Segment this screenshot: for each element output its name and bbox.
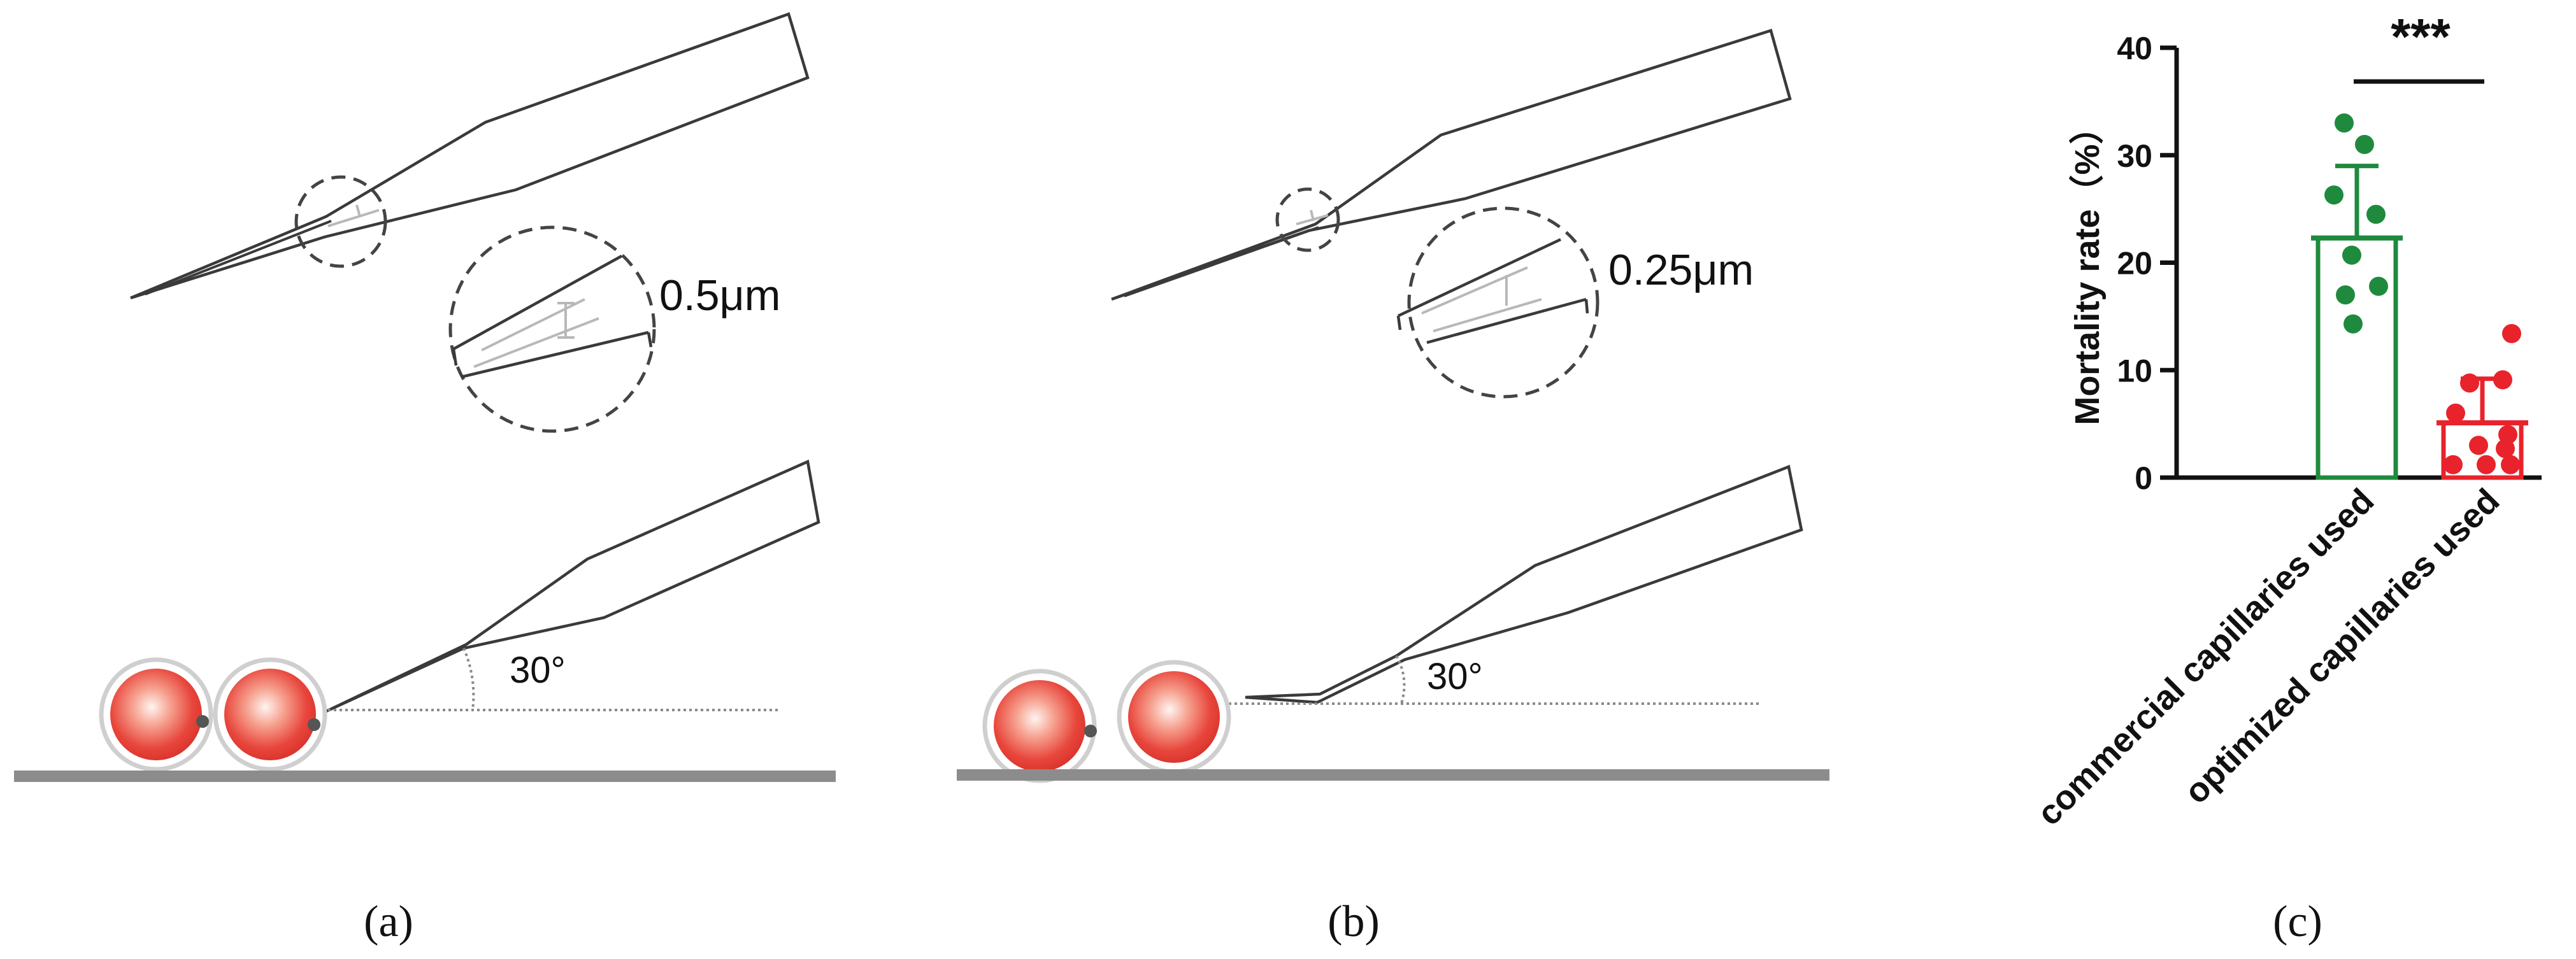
magnified-inset-b [1396, 206, 1599, 399]
caption-b: (b) [1327, 897, 1380, 946]
egg-a-2 [213, 657, 327, 772]
data-point-1 [2335, 113, 2354, 133]
data-point-2 [2460, 373, 2479, 393]
gap-label-b: 0.25μm [1608, 246, 1754, 294]
caption-c: (c) [2273, 897, 2322, 946]
data-point-1 [2343, 314, 2363, 334]
egg-b-2 [1117, 660, 1231, 774]
data-point-2 [2444, 455, 2463, 474]
data-point-2 [2493, 370, 2512, 390]
data-point-1 [2355, 134, 2374, 154]
egg-a-1 [99, 657, 213, 772]
tip-circle-b [1275, 187, 1340, 252]
substrate-b [957, 769, 1829, 781]
bar-1 [2315, 236, 2398, 480]
data-point-1 [2342, 245, 2361, 265]
capillary-a-top [130, 12, 810, 300]
panel-a: 0.5μm 30° (a) [14, 12, 836, 946]
angle-label-a: 30° [510, 650, 566, 691]
panel-b: 0.25μm 30° (b) [957, 29, 1829, 946]
data-point-2 [2446, 403, 2465, 423]
data-point-2 [2502, 323, 2521, 343]
y-tick-label: 30 [2117, 138, 2152, 174]
tip-gap-marker-b [1296, 210, 1329, 225]
angle-label-b: 30° [1427, 656, 1483, 697]
data-point-1 [2324, 185, 2343, 205]
substrate-a [14, 771, 836, 782]
y-tick-label: 40 [2117, 31, 2152, 66]
capillary-a-bottom [324, 459, 820, 714]
data-point-2 [2501, 455, 2520, 474]
caption-a: (a) [364, 897, 413, 946]
data-point-1 [2336, 285, 2355, 305]
magnified-inset-a [448, 225, 656, 433]
egg-b-1 [982, 669, 1097, 783]
gap-label-a: 0.5μm [659, 271, 780, 320]
y-tick-label: 10 [2117, 353, 2152, 388]
data-point-2 [2477, 455, 2496, 474]
y-tick-label: 20 [2117, 246, 2152, 281]
significance-label: *** [2391, 8, 2451, 65]
data-point-2 [2469, 436, 2488, 455]
tip-circle-a [294, 175, 387, 268]
data-point-1 [2366, 204, 2386, 224]
data-point-2 [2496, 439, 2515, 458]
capillary-b-bottom [1245, 464, 1803, 704]
data-point-1 [2369, 276, 2388, 296]
tip-gap-marker-a [327, 204, 380, 227]
y-axis-label: Mortality rate（%） [2068, 110, 2107, 425]
y-tick-label: 0 [2135, 460, 2152, 496]
